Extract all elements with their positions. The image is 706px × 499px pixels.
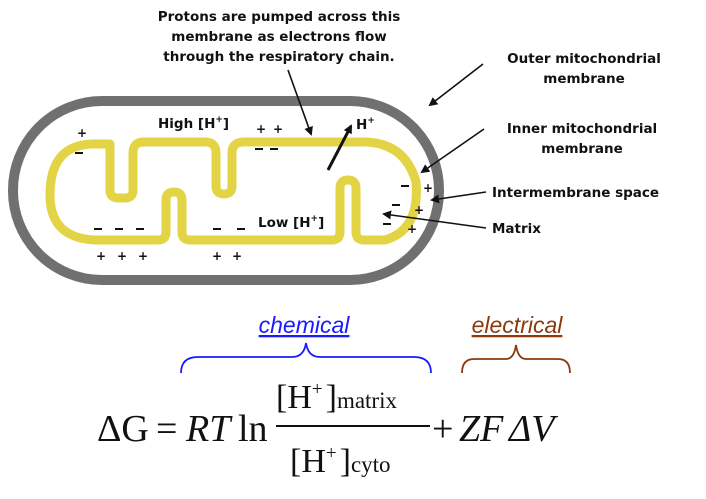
numerator: [H+]matrix (276, 379, 397, 416)
electrical-brace (461, 344, 571, 374)
outer-membrane (8, 96, 444, 285)
equals-sign: = (156, 408, 177, 450)
chemical-brace (180, 342, 432, 374)
high-h-label: High [H+] (158, 115, 229, 132)
denominator: [H+]cyto (290, 443, 391, 480)
outer-membrane-label-line2: membrane (543, 71, 625, 87)
low-h-label: Low [H+] (258, 214, 324, 231)
intermembrane-label: Intermembrane space (492, 185, 659, 201)
delta-v-term: ΔV (507, 408, 558, 450)
intermembrane-pointer (430, 191, 487, 204)
svg-text:through the respiratory chain.: through the respiratory chain. (163, 49, 394, 65)
plus-operator: + (432, 408, 453, 450)
plus-sign: + (273, 122, 283, 136)
proton-annotation: Protons are pumped across this membrane … (158, 9, 401, 65)
h-ion-label: H+ (356, 116, 375, 133)
matrix-pointer (382, 210, 487, 229)
outer-membrane-pointer (428, 63, 484, 107)
annotation-pointer (287, 69, 313, 136)
outer-membrane-label: Outer mitochondrial (507, 51, 661, 67)
plus-sign: + (407, 222, 417, 236)
rt-term: RT (185, 408, 233, 450)
chemical-label: chemical (259, 312, 351, 338)
electrical-label: electrical (472, 312, 564, 338)
charge-signs: + + + + + + + + + + + (75, 122, 433, 263)
inner-membrane-label-line2: membrane (541, 141, 623, 157)
inner-membrane-label: Inner mitochondrial (507, 121, 657, 137)
inner-membrane-pointer (420, 128, 485, 174)
plus-sign: + (117, 249, 127, 263)
svg-text:Protons are pumped across this: Protons are pumped across this (158, 9, 401, 25)
plus-sign: + (256, 122, 266, 136)
plus-sign: + (96, 249, 106, 263)
delta-g: ΔG (97, 408, 149, 450)
svg-text:membrane as electrons flow: membrane as electrons flow (171, 29, 386, 45)
plus-sign: + (77, 126, 87, 140)
gibbs-equation: ΔG = RT ln [H+]matrix [H+]cyto + ZF ΔV (97, 379, 558, 480)
plus-sign: + (423, 181, 433, 195)
proton-pump-arrow (326, 124, 353, 171)
zf-term: ZF (459, 408, 504, 450)
plus-sign: + (414, 203, 424, 217)
matrix-label: Matrix (492, 221, 541, 237)
plus-sign: + (212, 249, 222, 263)
plus-sign: + (138, 249, 148, 263)
ln-term: ln (238, 408, 268, 450)
plus-sign: + (232, 249, 242, 263)
inner-membrane (45, 137, 421, 245)
